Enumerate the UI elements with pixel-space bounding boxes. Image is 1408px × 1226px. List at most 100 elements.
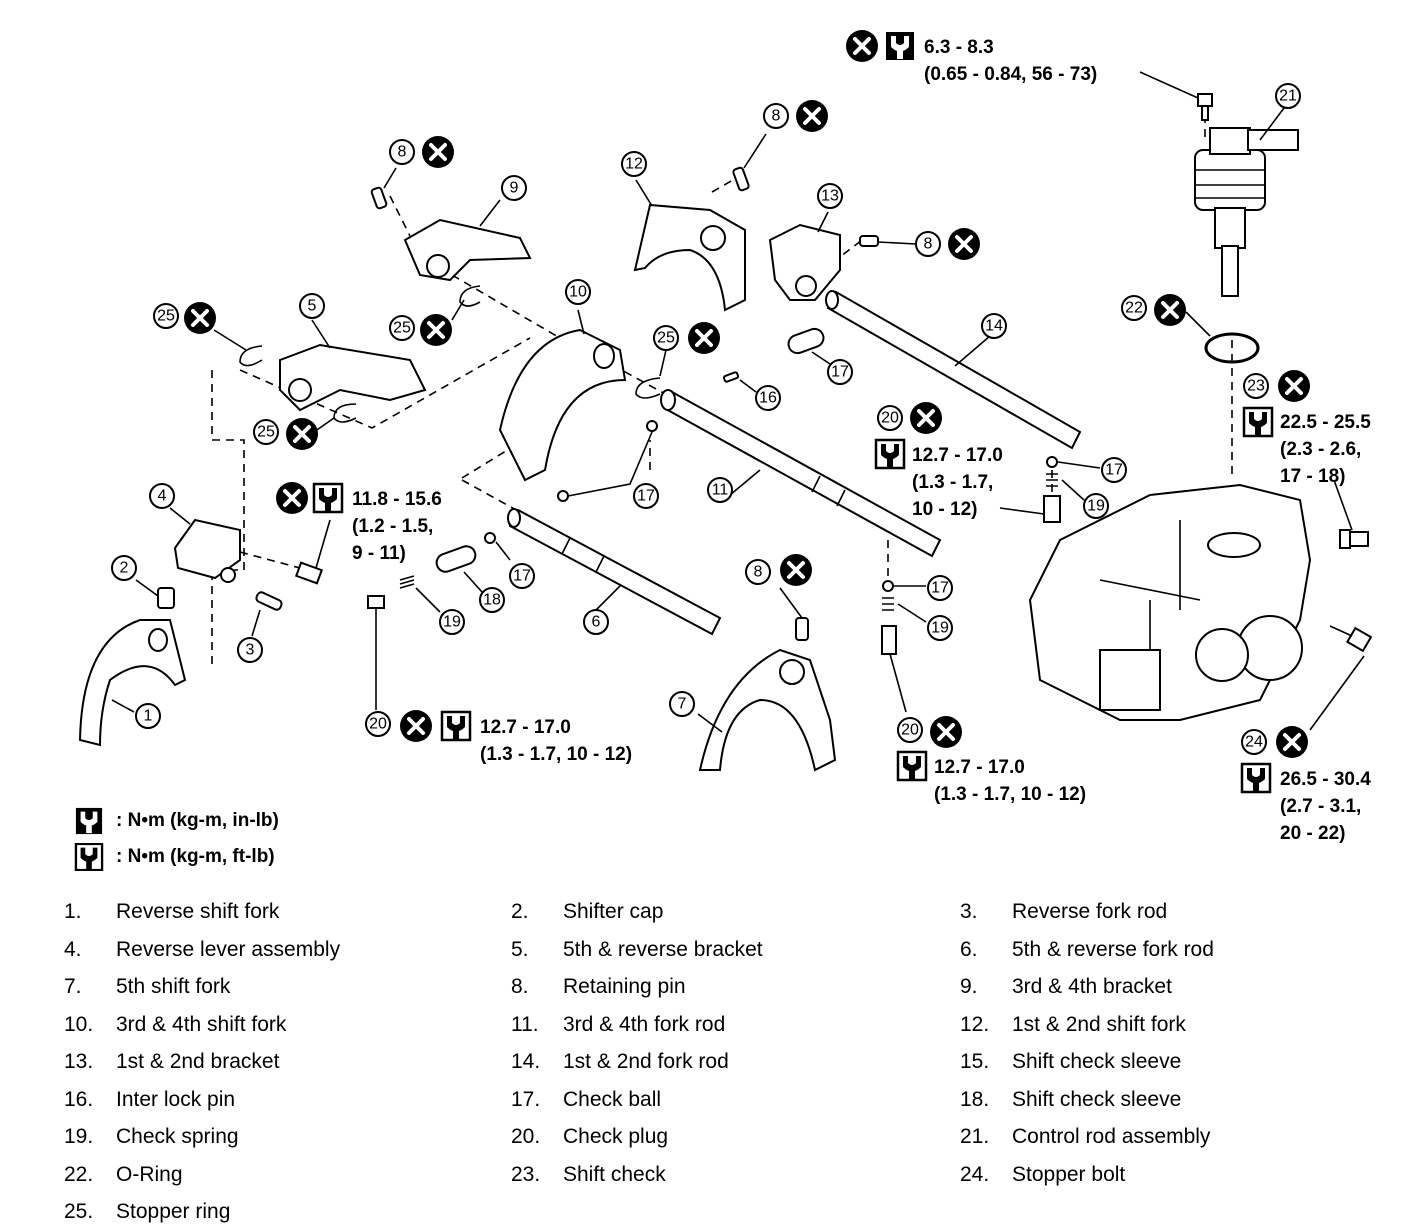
part-number: 21. [960, 1125, 990, 1148]
part-list-item: 5.5th & reverse bracket [511, 936, 763, 964]
part-name: Check plug [563, 1125, 669, 1148]
part-name: Shift check sleeve [1012, 1087, 1182, 1111]
do-not-reuse-icon [928, 714, 964, 750]
part-number: 9. [960, 975, 978, 998]
svg-text:(1.3 - 1.7, 10 - 12): (1.3 - 1.7, 10 - 12) [480, 744, 632, 765]
fork-rod-6 [507, 508, 722, 636]
retaining-pin [859, 235, 879, 247]
part-number: 11. [511, 1012, 539, 1036]
callout-20: 20 [897, 717, 923, 743]
part-name: 3rd & 4th shift fork [116, 1012, 287, 1036]
svg-text:20: 20 [881, 410, 899, 427]
torque-spec-control-rod: 6.3 - 8.3 (0.65 - 0.84, 56 - 73) [924, 37, 1097, 85]
svg-text:5: 5 [308, 298, 317, 315]
svg-text:17: 17 [637, 488, 655, 505]
svg-text:(1.3 - 1.7, 10 - 12): (1.3 - 1.7, 10 - 12) [934, 784, 1086, 805]
reverse-lever-assembly [173, 518, 241, 583]
torque-legend: : N•m (kg-m, in-lb) : N•m (kg-m, ft-lb) [74, 806, 474, 876]
shifter-cap [157, 587, 175, 609]
callout-5: 5 [299, 293, 325, 319]
shift-fork-12 [633, 203, 746, 312]
torque-wrench-inlb-icon [886, 32, 914, 60]
callout-11: 11 [707, 477, 733, 503]
fork-rod-14 [825, 290, 1082, 450]
svg-text:12.7 - 17.0: 12.7 - 17.0 [934, 757, 1025, 778]
shift-fork-10 [498, 328, 627, 482]
legend-text-ftlb: : N•m (kg-m, ft-lb) [116, 846, 275, 867]
part-name: Check spring [116, 1125, 239, 1148]
legend-row-ftlb: : N•m (kg-m, ft-lb) [74, 842, 275, 872]
svg-text:20 - 22): 20 - 22) [1280, 823, 1345, 844]
torque-spec-stopper-bolt: 26.5 - 30.4 (2.7 - 3.1, 20 - 22) [1280, 769, 1371, 844]
do-not-reuse-icon [794, 98, 830, 134]
part-number: 18. [960, 1087, 990, 1111]
check-plug [881, 625, 907, 713]
part-name: O-Ring [116, 1162, 183, 1186]
part-number: 8. [511, 975, 529, 998]
svg-text:25: 25 [657, 330, 675, 347]
control-rod-bolt [1197, 93, 1213, 121]
torque-spec-shift-check: 22.5 - 25.5 (2.3 - 2.6, 17 - 18) [1280, 412, 1371, 487]
callout-25: 25 [389, 315, 415, 341]
callout-17: 17 [927, 575, 953, 601]
callout-8: 8 [915, 231, 941, 257]
part-number: 7. [64, 975, 82, 998]
callout-6: 6 [583, 609, 609, 635]
part-number: 17. [511, 1087, 541, 1111]
do-not-reuse-icon [686, 320, 722, 356]
svg-text:12.7 - 17.0: 12.7 - 17.0 [480, 717, 571, 738]
callout-16: 16 [755, 385, 781, 411]
callout-17: 17 [509, 563, 535, 589]
transmission-case [1028, 483, 1312, 721]
svg-text:20: 20 [369, 716, 387, 733]
callout-17: 17 [1101, 457, 1127, 483]
part-number: 20. [511, 1125, 541, 1148]
part-number: 24. [960, 1162, 990, 1186]
svg-text:21: 21 [1279, 88, 1297, 105]
svg-text:10 - 12): 10 - 12) [912, 499, 977, 520]
part-number: 14. [511, 1050, 541, 1073]
part-name: 5th shift fork [116, 975, 231, 998]
torque-wrench-ftlb-icon [874, 438, 906, 470]
callout-12: 12 [621, 151, 647, 177]
callout-22: 22 [1121, 295, 1147, 321]
svg-text:17: 17 [831, 364, 849, 381]
svg-text:12.7 - 17.0: 12.7 - 17.0 [912, 445, 1003, 466]
svg-text:2: 2 [120, 560, 129, 577]
callout-19: 19 [1083, 493, 1109, 519]
part-number: 23. [511, 1162, 541, 1186]
callout-7: 7 [669, 691, 695, 717]
part-number: 22. [64, 1162, 94, 1186]
part-number: 2. [511, 900, 529, 923]
torque-spec-check-plug-right: 12.7 - 17.0 (1.3 - 1.7, 10 - 12) [934, 757, 1086, 805]
part-list-item: 4.Reverse lever assembly [64, 936, 340, 964]
callout-17: 17 [827, 359, 853, 385]
do-not-reuse-icon [844, 28, 880, 64]
part-number: 16. [64, 1087, 94, 1111]
svg-text:8: 8 [924, 236, 933, 253]
legend-text-inlb: : N•m (kg-m, in-lb) [116, 810, 279, 831]
callout-24: 24 [1241, 729, 1267, 755]
svg-text:20: 20 [901, 722, 919, 739]
part-name: 5th & reverse fork rod [1012, 937, 1214, 961]
torque-wrench-ftlb-icon [312, 482, 344, 514]
torque-spec-check-plug-upper: 12.7 - 17.0 (1.3 - 1.7, 10 - 12) [912, 445, 1003, 520]
part-list-item: 13.1st & 2nd bracket [64, 1048, 279, 1076]
svg-text:7: 7 [678, 696, 687, 713]
part-name: Shift check [563, 1162, 666, 1186]
check-spring [399, 575, 415, 589]
callout-3: 3 [237, 637, 263, 663]
svg-text:9: 9 [510, 180, 519, 197]
part-name: Inter lock pin [116, 1087, 236, 1111]
part-name: 1st & 2nd bracket [116, 1050, 280, 1073]
inter-lock-pin [722, 371, 740, 383]
do-not-reuse-icon [398, 708, 434, 744]
svg-text:(1.3 - 1.7,: (1.3 - 1.7, [912, 472, 993, 493]
do-not-reuse-icon [284, 416, 320, 452]
fork-rod-11 [660, 389, 942, 558]
callout-25: 25 [653, 325, 679, 351]
do-not-reuse-icon [420, 134, 456, 170]
svg-text:19: 19 [1087, 498, 1105, 515]
svg-text:24: 24 [1245, 734, 1263, 751]
svg-text:17: 17 [931, 580, 949, 597]
